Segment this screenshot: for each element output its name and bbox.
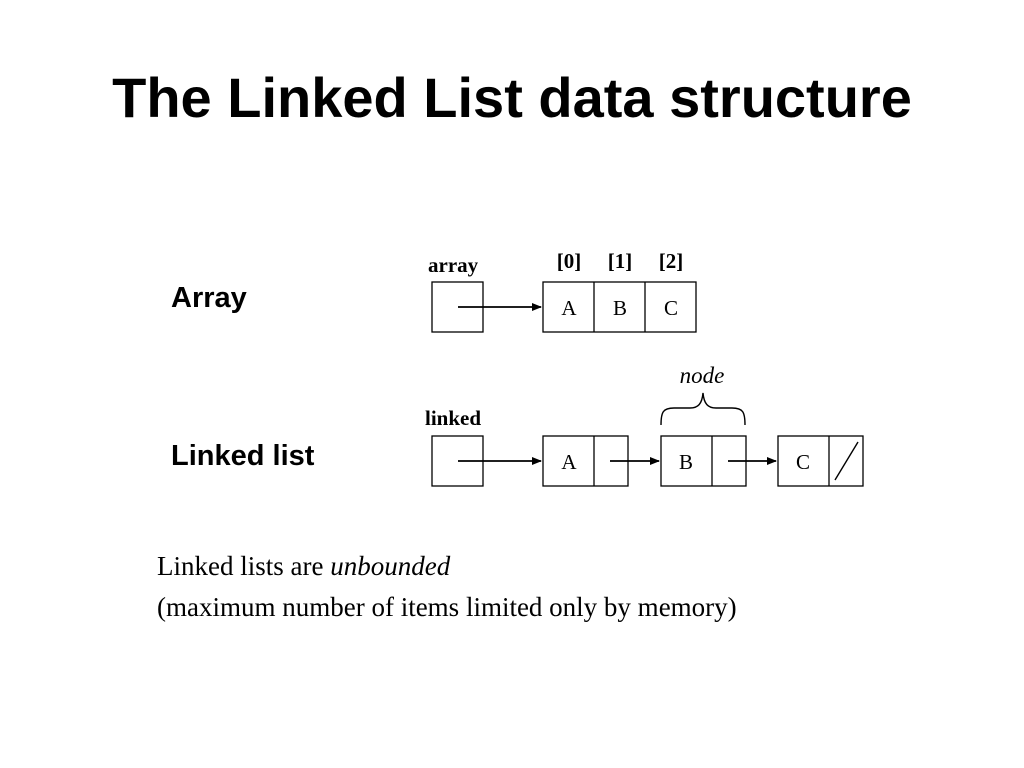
slide-title: The Linked List data structure (112, 66, 912, 129)
array-cell-1: B (613, 296, 627, 320)
node-c-value: C (796, 450, 810, 474)
array-index-1: [1] (608, 249, 633, 273)
node-caption: node (680, 363, 725, 388)
node-b-value: B (679, 450, 693, 474)
footnote: Linked lists are unbounded (maximum numb… (157, 546, 737, 628)
node-c (777, 435, 864, 487)
linked-list-row-label: Linked list (171, 440, 315, 472)
array-cell-2: C (664, 296, 678, 320)
node-a-value: A (561, 450, 577, 474)
array-row-label: Array (171, 282, 247, 314)
footnote-emphasis: unbounded (330, 551, 451, 581)
array-index-2: [2] (659, 249, 684, 273)
footnote-line-1-prefix: Linked lists are (157, 551, 331, 581)
null-pointer-slash (834, 441, 859, 481)
footnote-line-1: Linked lists are unbounded (157, 546, 737, 587)
array-index-0: [0] (557, 249, 582, 273)
array-variable-label: array (428, 253, 479, 277)
array-block (542, 281, 697, 333)
array-cell-0: A (561, 296, 577, 320)
linked-variable-label: linked (425, 406, 481, 430)
footnote-line-2: (maximum number of items limited only by… (157, 592, 737, 622)
node-brace (660, 392, 746, 426)
